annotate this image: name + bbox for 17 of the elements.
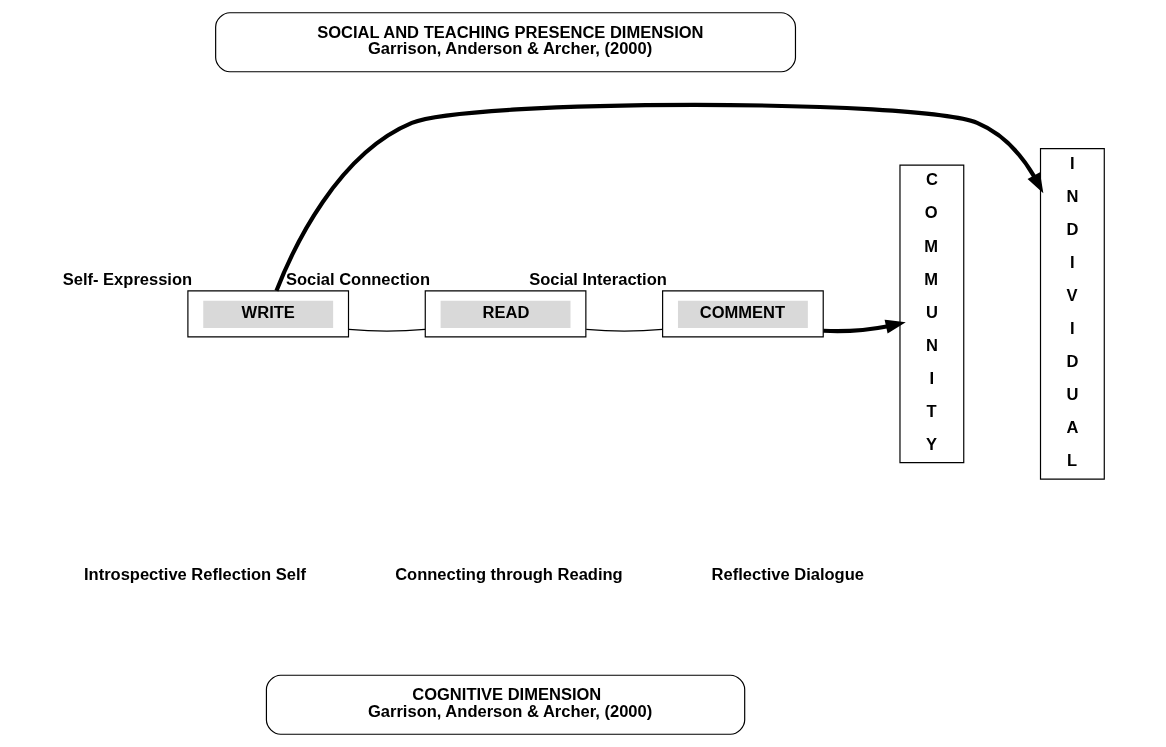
node-box: COMMENT [661, 290, 824, 338]
arrow [274, 102, 1043, 292]
node-label: Social Interaction [528, 270, 667, 290]
label: Introspective Reflection Self [83, 565, 306, 585]
label: Connecting through Reading [394, 565, 623, 585]
node-box: INDIVIDUAL [1039, 147, 1105, 480]
node-label: Social Connection [285, 270, 430, 290]
arrow [822, 319, 906, 334]
node-box: SOCIAL AND TEACHING PRESENCE DIMENSION Garrison, Anderson & Archer, (2000) [214, 12, 796, 73]
connector [585, 328, 663, 332]
node-box: COMMUNITY [898, 164, 964, 464]
node-label: Self- Expression [62, 270, 192, 290]
connector [347, 328, 426, 332]
label: Reflective Dialogue [711, 565, 864, 585]
node-box: READ [424, 290, 586, 338]
node-box: WRITE [186, 290, 349, 338]
node-box: COGNITIVE DIMENSION Garrison, Anderson & Archer, (2000) [265, 674, 745, 735]
